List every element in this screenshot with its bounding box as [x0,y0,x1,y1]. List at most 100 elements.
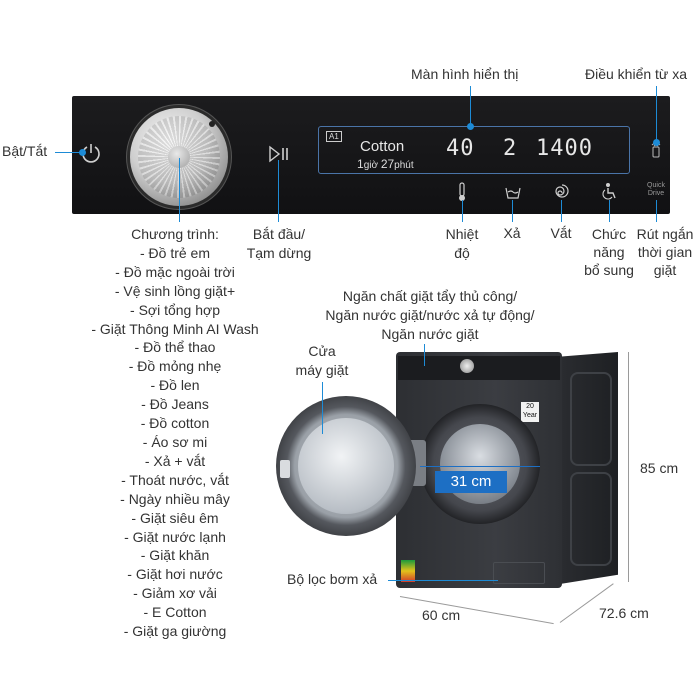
label-drawer-3: Ngăn nước giặt [381,326,479,342]
callout-dot-remote [653,139,660,146]
rinse-icon[interactable] [505,186,521,200]
knob-indicator [209,121,215,127]
label-power: Bật/Tắt [2,143,48,159]
machine-side-panel-bottom [570,472,612,566]
door-glass [298,418,394,514]
callout-dot-display [467,123,474,130]
width-dimension: 60 cm [422,607,461,623]
quick-drive-label: Quick Drive [644,182,668,198]
label-start-pause: Bắt đầu/ Tạm dừng [234,225,324,263]
program-item: - Giặt nước lạnh [124,528,226,545]
pump-filter-door[interactable] [493,562,545,584]
program-item: - E Cotton [143,604,207,621]
door-handle [280,460,290,478]
lcd-minutes-unit: phút [394,160,414,171]
callout-line-start [278,160,279,222]
lcd-program: Cotton [360,138,405,155]
machine-knob [460,359,474,373]
drum-diameter-line [420,466,540,467]
quick-drive-line-1: Quick [647,182,665,189]
callout-line-extra [609,200,610,222]
program-item: - Áo sơ mi [142,433,208,450]
play-pause-icon[interactable] [268,145,290,163]
machine-side [560,352,618,584]
lcd-spin: 1400 [536,136,593,161]
label-time-reduce: Rút ngắn thời gian giặt [632,225,698,279]
callout-line-display [470,86,471,126]
callout-line-remote [656,86,657,142]
program-list-title: Chương trình: [131,226,219,242]
callout-line-program [179,158,180,222]
callout-line-rinse [512,200,513,222]
label-extra-1: Chức [591,226,627,242]
label-time-1: Rút ngắn [636,226,694,242]
extra-functions-icon[interactable] [602,182,618,200]
height-dimension-line [628,352,629,582]
program-item: - Thoát nước, vắt [121,471,229,488]
label-door: Cửa máy giặt [284,342,360,380]
label-temperature-2: độ [454,245,470,261]
label-extra-3: bổ sung [584,262,634,278]
label-remote: Điều khiển từ xa [585,66,687,82]
program-item: - Giặt siêu êm [131,509,219,526]
label-spin: Vắt [550,225,572,241]
callout-line-door [322,382,323,434]
callout-line-time [656,200,657,222]
label-extra-functions: Chức năng bổ sung [578,225,640,279]
callout-line-power [55,152,81,153]
quick-drive-line-2: Drive [647,190,665,197]
program-item: - Ngày nhiều mây [120,490,230,507]
program-item: - Đồ Jeans [141,396,209,413]
callout-line-temp [462,200,463,222]
program-item: - Đồ len [150,377,200,394]
label-temperature-1: Nhiệt [445,226,479,242]
label-extra-2: năng [593,244,625,260]
program-list: Chương trình: - Đồ trẻ em - Đồ mặc ngoài… [40,225,310,641]
knob-center [168,146,190,168]
program-item: - Giảm xơ vải [133,585,217,602]
label-time-2: thời gian [637,244,693,260]
callout-line-filter [388,580,498,581]
label-drawer-1: Ngăn chất giặt tẩy thủ công/ [342,288,518,304]
label-drawer-2: Ngăn nước giặt/nước xả tự động/ [325,307,535,323]
program-item: - Sợi tổng hợp [130,301,220,318]
warranty-badge: 20 Year [521,402,539,422]
program-item: - Xả + vắt [144,452,206,469]
label-start-pause-1: Bắt đầu/ [252,226,306,242]
lcd-rinse: 2 [503,136,518,161]
callout-dot-power [79,149,86,156]
label-door-1: Cửa [308,343,336,359]
lcd-minutes: 27 [380,157,395,171]
drum-diameter-badge: 31 cm [435,471,507,493]
thermometer-icon[interactable] [457,182,467,202]
callout-line-drawer [424,344,425,366]
label-door-2: máy giặt [295,362,349,378]
lcd-display [318,126,630,174]
spin-icon[interactable] [554,183,570,199]
program-item: - Giặt ga giường [123,623,227,640]
label-display: Màn hình hiển thị [411,66,519,82]
program-item: - Giặt hơi nước [127,566,223,583]
lcd-hours: 1 [357,157,364,171]
program-item: - Giặt Thông Minh AI Wash [91,320,259,337]
lcd-hours-unit: giờ [363,160,379,171]
lcd-badge: A1 [326,131,342,142]
callout-line-spin [561,200,562,222]
program-item: - Đồ trẻ em [139,244,210,261]
label-rinse: Xả [503,225,521,241]
label-temperature: Nhiệt độ [435,225,489,263]
energy-label [401,560,415,582]
warranty-badge-text: Year [522,412,538,419]
machine-side-panel-top [570,372,612,466]
detergent-drawer[interactable] [398,356,560,380]
label-time-3: giặt [653,262,677,278]
program-item: - Đồ mỏng nhẹ [128,358,222,375]
label-filter: Bộ lọc bơm xả [287,571,378,587]
height-dimension: 85 cm [640,460,679,476]
label-detergent-drawer: Ngăn chất giặt tẩy thủ công/ Ngăn nước g… [305,287,555,344]
lcd-time: 1giờ 27phút [357,157,414,171]
program-item: - Giặt khăn [140,547,210,564]
warranty-badge-number: 20 [526,403,534,410]
lcd-temp: 40 [446,136,475,161]
label-start-pause-2: Tạm dừng [246,245,312,261]
